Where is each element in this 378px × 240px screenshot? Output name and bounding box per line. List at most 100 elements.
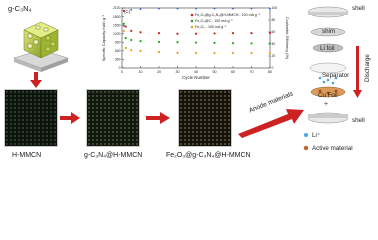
battery-diagram: + (303, 6, 362, 151)
anode-arrow (238, 109, 304, 138)
series-1-point (176, 32, 179, 35)
g-c3n4-h-mmcn-image (86, 89, 140, 147)
series-1-point (139, 31, 142, 34)
series-2-point (157, 40, 161, 44)
g-c3n4-cube-image (13, 21, 69, 72)
series-3-point (268, 52, 272, 55)
y-tick-label: 1200 (113, 32, 121, 36)
x-tick-label: 80 (268, 70, 272, 74)
series-1-point (122, 9, 125, 12)
legend-label-2: Fe₂O₃@C - 100 mA g⁻¹ (195, 19, 233, 23)
efficiency-point (232, 7, 234, 10)
battery-shell-top-label: shell (352, 5, 365, 12)
series-2-point (268, 42, 272, 45)
y-tick-label: 0 (119, 66, 121, 70)
g-c3n4-h-mmcn-label: g-C₃N₄@H-MMCN (84, 152, 143, 159)
legend-marker-2 (190, 19, 194, 23)
series-1-point (250, 32, 253, 35)
h-mmcn-label: H-MMCN (12, 152, 42, 159)
battery-li-foil-label: Li foil (320, 45, 335, 52)
battery-shell-bottom-label: shell (352, 117, 365, 124)
series-1-point (130, 29, 133, 32)
legend-label-1: Fe₂O₃@g-C₃N₄@H-MMCN - 100 mA g⁻¹ (195, 13, 261, 17)
li-ion-dot (331, 81, 335, 85)
y-tick-label: 600 (115, 49, 121, 53)
active-material-legend-marker (303, 145, 309, 151)
series-1-point (231, 32, 235, 35)
x-tick-label: 20 (157, 70, 161, 74)
series-2-point (122, 22, 125, 25)
series-3-point (250, 52, 253, 55)
y-tick-label: 1800 (113, 15, 121, 19)
legend-marker-1 (190, 13, 194, 17)
series-2-point (124, 36, 127, 40)
series-1-point (124, 25, 127, 28)
series-3-point (213, 52, 216, 55)
right-arrow-1 (60, 112, 80, 124)
y-tick-label: 2100 (113, 6, 121, 10)
series-3-point (122, 29, 125, 32)
efficiency-point (250, 7, 253, 10)
right-arrow-2 (146, 112, 170, 124)
series-1-point (213, 32, 216, 35)
y2-tick-label: 20 (272, 54, 276, 58)
y-axis-label: Specific Capacity mAh g⁻¹ (101, 14, 106, 61)
li-ion-dot (334, 76, 338, 80)
li-ion-dot (326, 78, 330, 82)
series-3-point (124, 46, 127, 50)
efficiency-point (269, 7, 271, 10)
series-3-point (157, 50, 161, 54)
x-tick-label: 60 (231, 70, 235, 74)
legend-li-label: Li⁺ (312, 132, 321, 139)
fe2o3-g-c3n4-h-mmcn-image (178, 89, 232, 147)
y-tick-label: 1500 (113, 23, 121, 27)
svg-text:+: + (324, 101, 328, 108)
x-tick-label: 50 (213, 70, 217, 74)
y2-axis-label: Coulombic Efficiency (%) (285, 17, 289, 60)
li-ion-dot (318, 76, 322, 80)
panel-label: (C) (124, 9, 131, 14)
y2-tick-label: 0 (272, 66, 274, 70)
x-axis-label: Cycle Number (182, 75, 210, 80)
series-3-point (130, 49, 133, 52)
discharge-label: Discharge (364, 54, 371, 82)
y2-tick-label: 60 (272, 30, 276, 34)
y-tick-label: 300 (115, 58, 121, 62)
battery-shim-label: shim (322, 28, 336, 35)
series-2-point (231, 42, 235, 45)
series-3-point (176, 51, 179, 54)
series-1-point (157, 32, 161, 35)
y2-tick-label: 80 (272, 18, 276, 22)
series-2-point (194, 41, 198, 44)
legend-label-3: Fe₂O₃ - 100 mA g⁻¹ (195, 25, 227, 29)
battery-separator-label: Separator (322, 72, 350, 79)
efficiency-point (158, 7, 160, 10)
y2-tick-label: 100 (272, 6, 278, 10)
h-mmcn-image (4, 89, 58, 147)
x-tick-label: 70 (250, 70, 254, 74)
series-2-point (250, 42, 253, 45)
legend-active-material-label: Active material (312, 145, 353, 152)
x-tick-label: 0 (121, 70, 123, 74)
efficiency-point (195, 7, 197, 10)
series-3-point (139, 49, 142, 52)
down-arrow (30, 72, 42, 88)
series-3-point (231, 52, 235, 55)
x-tick-label: 30 (176, 70, 180, 74)
fe2o3-g-c3n4-h-mmcn-label: Fe₂O₃@g-C₃N₄@H-MMCN (166, 152, 251, 159)
efficiency-point (176, 7, 179, 10)
legend-marker-3 (190, 25, 194, 29)
g-c3n4-label: g-C₃N₄ (8, 4, 32, 13)
series-3-point (194, 52, 198, 55)
chart-frame (121, 7, 271, 69)
y2-tick-label: 40 (272, 42, 276, 46)
series-2-point (213, 41, 216, 44)
li-legend-marker (304, 133, 308, 137)
efficiency-point (213, 7, 216, 10)
series-2-point (139, 40, 142, 43)
x-tick-label: 40 (194, 70, 198, 74)
efficiency-point (130, 8, 133, 11)
x-tick-label: 10 (139, 70, 143, 74)
series-1-point (268, 31, 272, 34)
